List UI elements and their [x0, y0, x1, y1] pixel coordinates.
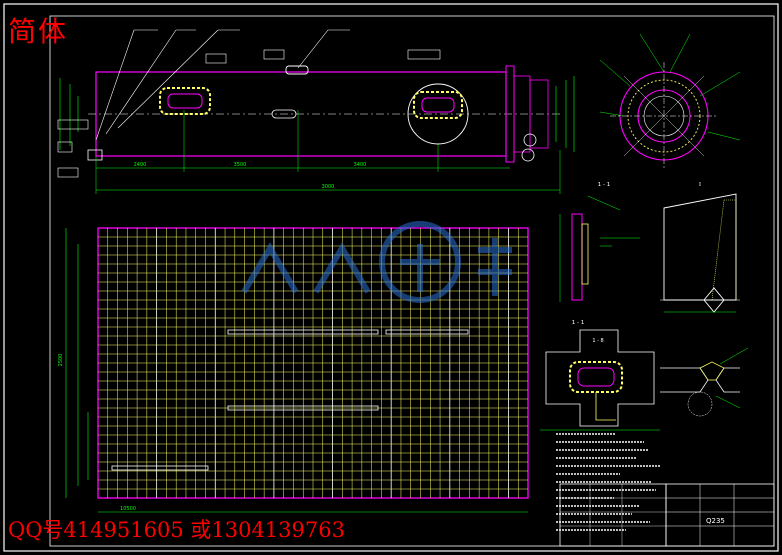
manhole-right-inner [421, 97, 455, 113]
datum-box-b [57, 167, 79, 178]
leader-2 [105, 29, 177, 135]
datum-frame-left [57, 119, 89, 130]
right-lug [523, 133, 537, 147]
flange-plan-view [599, 33, 741, 170]
nozzle-cross [545, 329, 655, 427]
detail-i-plate [663, 193, 737, 301]
tolerance-frame-3 [407, 49, 441, 60]
section-a-label: 1 - 1 [572, 320, 584, 326]
weld-plate-top [660, 367, 709, 393]
tolerance-frame-1 [205, 53, 227, 64]
dim-overall: 3000 [322, 184, 335, 190]
dim-seg1: 2400 [134, 162, 147, 168]
weld-plate-bottom [715, 367, 740, 393]
datum-box-a [57, 141, 73, 153]
section-c-label: 1 - 8 [592, 338, 603, 344]
dim-lower-width: 10500 [120, 506, 136, 512]
section-a-body [571, 213, 583, 301]
dim-lower-height: 2500 [58, 354, 64, 367]
title-block-frame [665, 483, 775, 547]
material-label: Q235 [706, 517, 725, 525]
leader-3 [117, 29, 219, 129]
section-b-label: 1 - 1 [598, 182, 610, 188]
watermark-logo [241, 221, 512, 303]
leader-1 [95, 29, 135, 141]
manhole-right [413, 91, 463, 119]
grid-lines [98, 228, 528, 498]
parts-list-frame [559, 483, 667, 547]
sheet-border [3, 3, 779, 552]
grid-inner-band-2 [227, 405, 379, 411]
dim-seg3: 3400 [354, 162, 367, 168]
right-lug-2 [521, 148, 535, 162]
section-view-a: 1 - 1 1 - 1 [559, 182, 640, 326]
grid-inner-band-1 [227, 329, 379, 335]
grid-inner-band-3 [111, 465, 209, 471]
sheet-inner-border [49, 15, 775, 547]
manhole-left [159, 87, 211, 115]
mid-slot [271, 109, 297, 119]
left-support [87, 149, 103, 161]
grid-inner-band-4 [385, 329, 469, 335]
vessel-elevation-view: 2400 3500 3400 3000 [57, 29, 575, 194]
top-nozzle [285, 65, 309, 75]
weld-bead [699, 361, 725, 381]
title-block: Q235 [559, 483, 775, 547]
corner-label: 简体 [8, 15, 69, 48]
vessel-end-cap [529, 79, 549, 149]
detail-view-i: I [660, 182, 740, 313]
leader-4 [297, 29, 329, 69]
contact-label: QQ号414951605 或1304139763 [8, 518, 345, 542]
tolerance-frame-2 [263, 49, 285, 60]
nozzle-detail-view: 1 - 8 [540, 329, 660, 431]
detail-i-label: I [699, 182, 701, 188]
dim-seg2: 3500 [234, 162, 247, 168]
weld-detail-view [660, 347, 749, 417]
technical-notes [556, 433, 660, 531]
manhole-left-inner [167, 93, 203, 109]
